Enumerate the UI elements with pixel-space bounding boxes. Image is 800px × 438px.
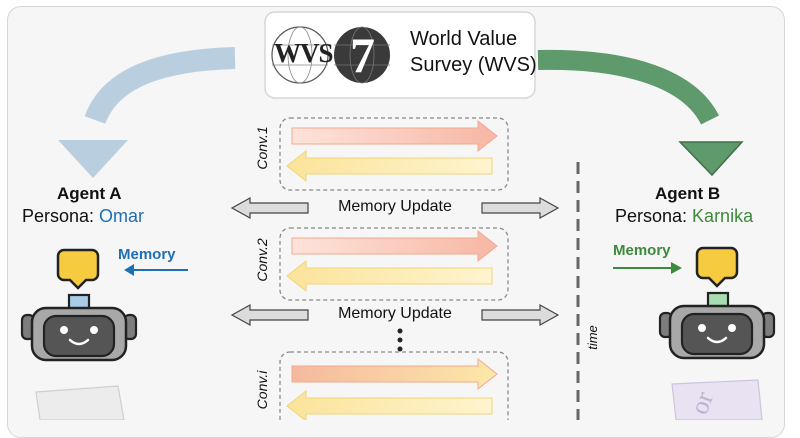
agent-b-memory-label: Memory: [613, 242, 671, 259]
timeline-label: time: [584, 325, 600, 350]
robot-agent-b-icon: [658, 246, 776, 360]
robot-agent-a-icon: [20, 248, 138, 362]
wvs-title-line1: World Value: [410, 28, 518, 50]
agent-a-name: Agent A: [57, 184, 122, 203]
conv-i-label: Conv.i: [254, 370, 270, 410]
agent-b-persona: Persona: Karnika: [615, 206, 753, 227]
message-arrow-left: [286, 389, 493, 420]
agent-a-persona: Persona: Omar: [22, 206, 144, 227]
memory-arrow-a: [124, 264, 188, 276]
diagram-canvas: or: [20, 11, 776, 420]
document-icon: [35, 385, 125, 420]
wvs-title-line2: Survey (WVS): [410, 54, 537, 76]
persona-name-karnika: Karnika: [692, 206, 754, 226]
memory-arrow-b: [613, 262, 682, 274]
agent-b-name: Agent B: [655, 184, 721, 203]
curved-arrow-to-agent-b: [537, 49, 744, 177]
agent-a-memory-label: Memory: [118, 246, 176, 263]
curved-arrow-to-agent-a: [58, 47, 236, 178]
persona-prefix: Persona:: [22, 206, 100, 226]
document-icon: [671, 379, 763, 420]
memory-update-label-2: Memory Update: [338, 305, 452, 322]
wave-number: 7: [350, 27, 375, 83]
message-arrow-right: [291, 119, 498, 153]
memory-update-arrow-left: [230, 303, 309, 327]
globe-seven-icon: [334, 26, 390, 84]
wvs-header-box: [264, 11, 536, 99]
ellipsis-icon: [397, 328, 403, 352]
conv-2-label: Conv.2: [254, 238, 270, 282]
persona-prefix: Persona:: [615, 206, 693, 226]
message-arrow-right: [291, 357, 498, 391]
memory-update-label-1: Memory Update: [338, 198, 452, 215]
message-arrow-right: [291, 229, 498, 263]
memory-update-arrow-left: [230, 196, 309, 220]
globe-icon: [271, 26, 329, 84]
memory-update-arrow-right: [481, 196, 560, 220]
persona-name-omar: Omar: [99, 206, 145, 226]
wvs-logo-text: WVS: [274, 38, 334, 68]
conv-1-label: Conv.1: [254, 126, 270, 170]
message-arrow-left: [286, 259, 493, 293]
message-arrow-left: [286, 149, 493, 183]
memory-update-arrow-right: [481, 303, 560, 327]
